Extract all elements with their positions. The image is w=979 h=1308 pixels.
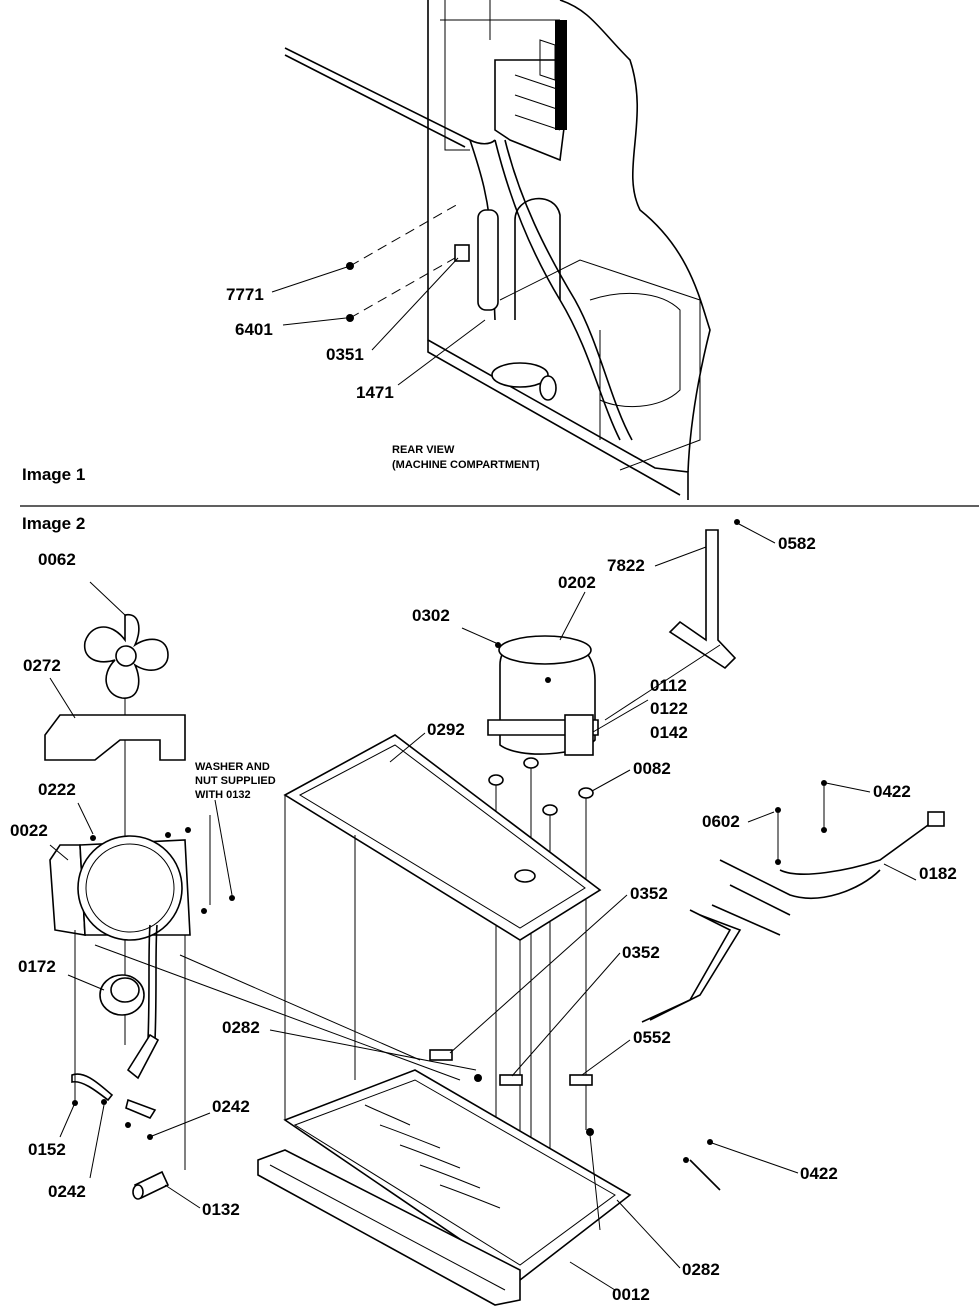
- washer-note-line3: WITH 0132: [195, 789, 251, 801]
- callout-0422-bottom: 0422: [800, 1164, 838, 1183]
- callout-0422-top: 0422: [873, 782, 911, 801]
- image2-caption: Image 2: [22, 514, 85, 533]
- callout-0272: 0272: [23, 656, 61, 675]
- callout-6401: 6401: [235, 320, 273, 339]
- callout-0062: 0062: [38, 550, 76, 569]
- callout-0282-right: 0282: [682, 1260, 720, 1279]
- rear-view-note: REAR VIEW: [392, 444, 455, 456]
- callout-0112: 0112: [650, 676, 687, 695]
- machine-compartment-note: (MACHINE COMPARTMENT): [392, 459, 540, 471]
- washer-note-line1: WASHER AND: [195, 761, 270, 773]
- callout-0082: 0082: [633, 759, 671, 778]
- callout-0022: 0022: [10, 821, 48, 840]
- callout-0351: 0351: [326, 345, 364, 364]
- callout-0602: 0602: [702, 812, 740, 831]
- callout-0302: 0302: [412, 606, 450, 625]
- callout-0552: 0552: [633, 1028, 671, 1047]
- callout-1471: 1471: [356, 383, 394, 402]
- callout-0222: 0222: [38, 780, 76, 799]
- image1-caption: Image 1: [22, 465, 85, 484]
- callout-0282-left: 0282: [222, 1018, 260, 1037]
- callout-0142: 0142: [650, 723, 688, 742]
- callout-0122: 0122: [650, 699, 688, 718]
- callout-0242-left: 0242: [48, 1182, 86, 1201]
- callout-0292: 0292: [427, 720, 465, 739]
- callout-0352-upper: 0352: [630, 884, 668, 903]
- callout-0182: 0182: [919, 864, 957, 883]
- callout-0172: 0172: [18, 957, 56, 976]
- callout-0132: 0132: [202, 1200, 240, 1219]
- callout-7771: 7771: [226, 285, 264, 304]
- callout-0352-lower: 0352: [622, 943, 660, 962]
- callout-0582: 0582: [778, 534, 816, 553]
- callout-0202: 0202: [558, 573, 596, 592]
- washer-note-line2: NUT SUPPLIED: [195, 775, 276, 787]
- callout-0242-right: 0242: [212, 1097, 250, 1116]
- callout-0152: 0152: [28, 1140, 66, 1159]
- image1-panel: [271, 0, 711, 500]
- image2-panel: [44, 519, 945, 1306]
- callout-7822: 7822: [607, 556, 645, 575]
- callout-0012: 0012: [612, 1285, 650, 1304]
